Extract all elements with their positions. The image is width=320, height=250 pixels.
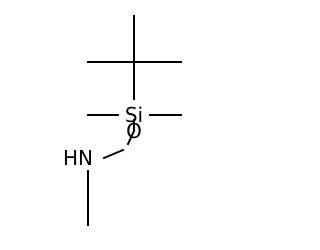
atom-oxygen-label: O: [126, 119, 142, 143]
atom-silicon-label: Si: [125, 103, 143, 127]
bond-silicon-oxygen-segment: [126, 129, 136, 146]
atom-amine-label: HN: [63, 146, 93, 170]
molecule-structure-diagram: Si O HN: [63, 15, 182, 226]
bond-oxygen-nitrogen: [102, 148, 125, 160]
